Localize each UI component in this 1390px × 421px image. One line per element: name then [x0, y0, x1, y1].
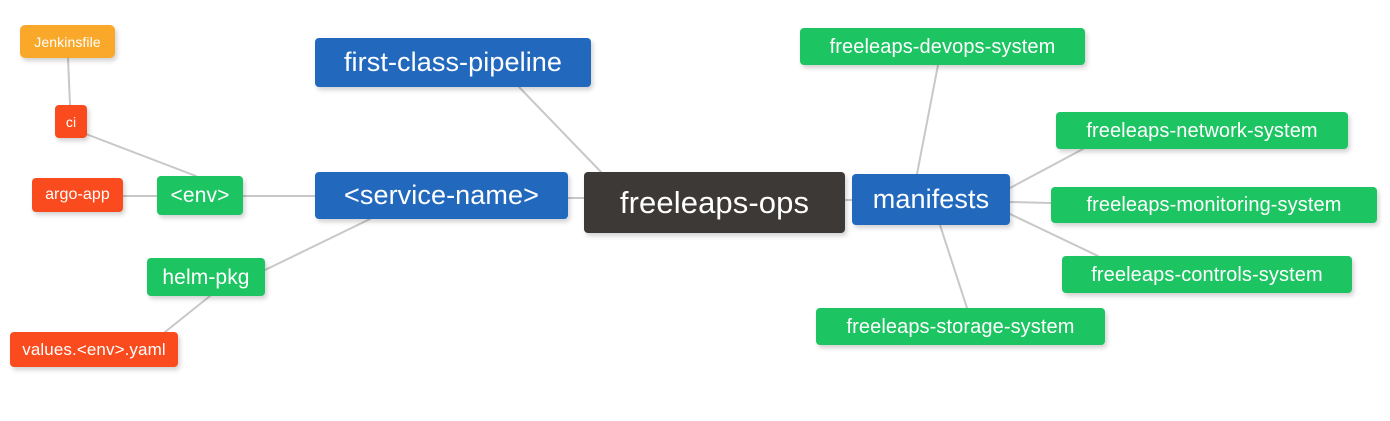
- edge-jenkinsfile-to-ci: [67, 57, 71, 106]
- mindmap-node-freeleaps-monitoring-system[interactable]: freeleaps-monitoring-system: [1051, 187, 1377, 223]
- mindmap-node-helm-pkg[interactable]: helm-pkg: [147, 258, 265, 296]
- node-label-freeleaps-storage-system: freeleaps-storage-system: [846, 315, 1075, 338]
- edge-ci-to-env: [85, 133, 197, 177]
- mindmap-node-first-class-pipeline[interactable]: first-class-pipeline: [315, 38, 591, 87]
- mindmap-node-freeleaps-ops[interactable]: freeleaps-ops: [584, 172, 845, 233]
- mindmap-node-freeleaps-controls-system[interactable]: freeleaps-controls-system: [1062, 256, 1352, 293]
- edge-first-class-pipeline-to-freeleaps-ops: [518, 86, 602, 173]
- mindmap-node-jenkinsfile[interactable]: Jenkinsfile: [20, 25, 115, 58]
- node-label-helm-pkg: helm-pkg: [162, 265, 250, 289]
- mindmap-node-freeleaps-storage-system[interactable]: freeleaps-storage-system: [816, 308, 1105, 345]
- mindmap-node-freeleaps-devops-system[interactable]: freeleaps-devops-system: [800, 28, 1085, 65]
- node-label-first-class-pipeline: first-class-pipeline: [343, 47, 563, 77]
- node-label-argo-app: argo-app: [45, 186, 110, 203]
- node-label-freeleaps-devops-system: freeleaps-devops-system: [829, 35, 1056, 58]
- mindmap-node-values-yaml[interactable]: values.<env>.yaml: [10, 332, 178, 367]
- node-label-freeleaps-controls-system: freeleaps-controls-system: [1091, 263, 1323, 286]
- node-label-values-yaml: values.<env>.yaml: [22, 340, 166, 359]
- edge-helm-pkg-to-service-name: [264, 218, 371, 271]
- node-label-manifests: manifests: [872, 184, 990, 214]
- edge-manifests-to-freeleaps-storage-system: [939, 224, 968, 309]
- mindmap-node-manifests[interactable]: manifests: [852, 174, 1010, 225]
- mindmap-node-argo-app[interactable]: argo-app: [32, 178, 123, 212]
- node-label-ci: ci: [65, 113, 77, 130]
- edge-manifests-to-freeleaps-network-system: [1009, 148, 1084, 189]
- node-label-freeleaps-network-system: freeleaps-network-system: [1086, 119, 1318, 142]
- edge-manifests-to-freeleaps-devops-system: [916, 64, 939, 175]
- node-label-service-name: <service-name>: [344, 180, 539, 210]
- mindmap-node-service-name[interactable]: <service-name>: [315, 172, 568, 219]
- edge-manifests-to-freeleaps-monitoring-system: [1009, 201, 1052, 204]
- node-label-freeleaps-ops: freeleaps-ops: [619, 185, 810, 220]
- node-label-jenkinsfile: Jenkinsfile: [34, 33, 101, 50]
- mindmap-node-env[interactable]: <env>: [157, 176, 243, 215]
- mindmap-node-ci[interactable]: ci: [55, 105, 87, 138]
- edge-values-yaml-to-helm-pkg: [164, 295, 211, 333]
- mindmap-node-freeleaps-network-system[interactable]: freeleaps-network-system: [1056, 112, 1348, 149]
- node-label-freeleaps-monitoring-system: freeleaps-monitoring-system: [1086, 194, 1342, 216]
- node-label-env: <env>: [170, 184, 230, 207]
